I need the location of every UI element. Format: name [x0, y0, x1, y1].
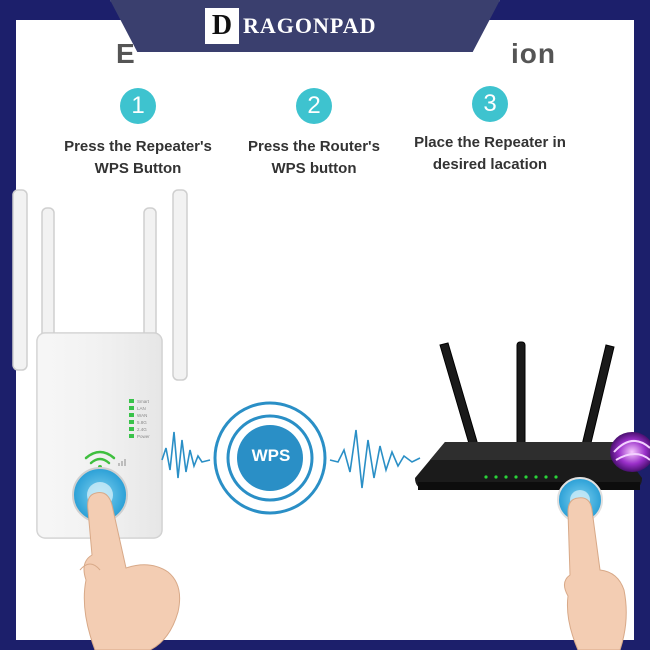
- step-3-line-1: Place the Repeater in: [414, 134, 566, 151]
- step-1-number: 1: [120, 88, 156, 124]
- step-1-line-1: Press the Repeater's: [64, 138, 212, 155]
- brand-logo: D RAGONPAD: [205, 6, 376, 46]
- step-2-number: 2: [296, 88, 332, 124]
- wps-label: WPS: [251, 446, 291, 465]
- step-3-text: Place the Repeater in desired lacation: [390, 132, 590, 176]
- step-3: 3 Place the Repeater in desired lacation: [390, 86, 590, 176]
- led-label-5g: 5.8G: [137, 420, 147, 425]
- router-device: [415, 442, 642, 490]
- step-1: 1 Press the Repeater's WPS Button: [38, 88, 238, 180]
- signal-bars-icon: [118, 459, 126, 466]
- step-3-number: 3: [472, 86, 508, 122]
- repeater-leds: [129, 399, 134, 438]
- router-antennas: [439, 341, 615, 448]
- led-label-smart: Smart: [137, 399, 150, 404]
- led-label-power: Power: [137, 434, 150, 439]
- frame-border-bottom: [0, 640, 650, 650]
- wps-badge: [237, 425, 303, 491]
- led-label-lan: LAN: [137, 406, 146, 411]
- step-1-line-2: WPS Button: [94, 160, 182, 177]
- frame-border-left: [0, 0, 16, 650]
- signal-wave-right: [329, 429, 421, 489]
- headline-right: ion: [511, 38, 556, 69]
- repeater-antennas: [12, 189, 188, 381]
- hand-right: [564, 497, 627, 650]
- brand-initial: D: [205, 8, 239, 44]
- repeater-led-labels: Smart LAN WAN 5.8G 2.4G Power: [137, 399, 150, 439]
- hand-left: [79, 492, 181, 650]
- router-leds: [484, 475, 558, 479]
- led-label-wan: WAN: [137, 413, 147, 418]
- signal-wave-left: [161, 431, 211, 479]
- step-1-text: Press the Repeater's WPS Button: [38, 136, 238, 180]
- step-2-text: Press the Router's WPS button: [214, 136, 414, 180]
- headline-left: E: [116, 38, 136, 69]
- step-2-line-2: WPS button: [271, 160, 357, 177]
- step-2: 2 Press the Router's WPS button: [214, 88, 414, 180]
- brand-name: RAGONPAD: [243, 13, 377, 38]
- step-2-line-1: Press the Router's: [248, 138, 380, 155]
- brand-banner: [110, 0, 500, 52]
- led-label-24g: 2.4G: [137, 427, 147, 432]
- wps-signal-rings: [213, 401, 327, 515]
- step-3-line-2: desired lacation: [432, 156, 548, 173]
- repeater-device: [36, 332, 163, 539]
- decorative-swirl-icon: [610, 432, 650, 472]
